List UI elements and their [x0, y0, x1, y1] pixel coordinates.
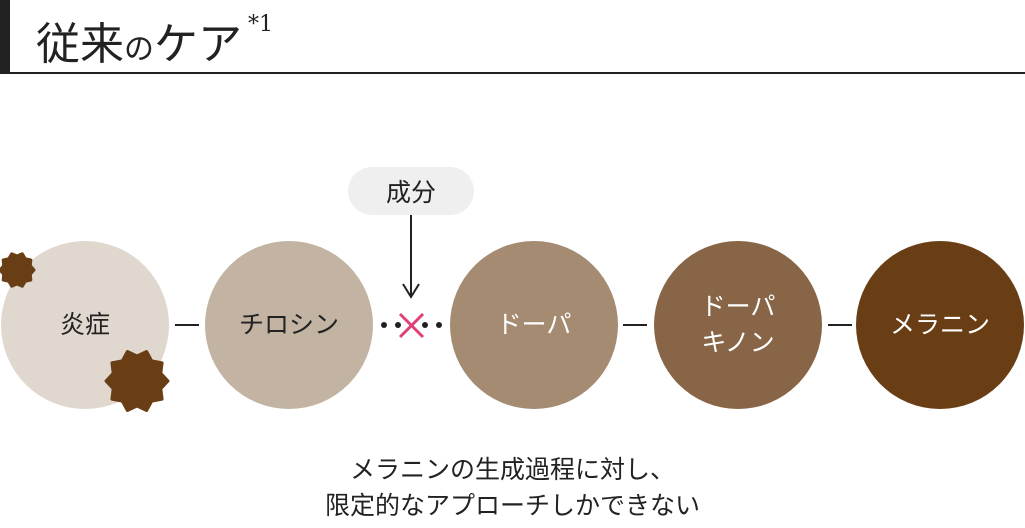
footnote-mark: *1 [248, 12, 273, 37]
step-dopaquinone: ドーパキノン [654, 241, 822, 409]
dotted-connector [381, 322, 442, 328]
ingredient-badge: 成分 [348, 167, 474, 215]
title-accent-bar [0, 0, 10, 73]
step-melanin: メラニン [856, 241, 1024, 409]
caption: メラニンの生成過程に対し、限定的なアプローチしかできない [324, 455, 700, 520]
arrow-down-icon [402, 283, 420, 299]
step-tyrosine: チロシン [205, 241, 373, 409]
melanin-spot-icon [104, 350, 170, 412]
step-dopa: ドーパ [450, 241, 618, 409]
blocked-x-icon [398, 312, 425, 339]
page-title: 従来のケア*1 [36, 12, 273, 70]
melanin-spot-icon [0, 252, 36, 288]
title-underline [0, 72, 1025, 74]
